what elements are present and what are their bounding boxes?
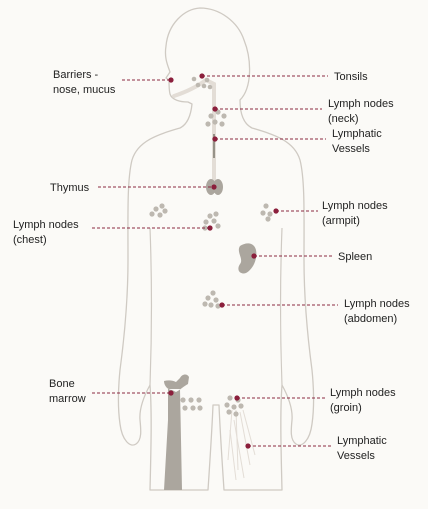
- marker-lymph-groin: [234, 395, 240, 401]
- marker-lymph-armpit: [273, 208, 279, 214]
- label-lymphatic-vessels-lower: Lymphatic Vessels: [337, 435, 390, 462]
- label-lymph-groin: Lymph nodes (groin): [330, 387, 399, 414]
- armpit-lymph-nodes: [260, 203, 273, 222]
- lower-lymphatic-vessels: [227, 409, 256, 481]
- marker-lymph-neck: [212, 106, 218, 112]
- label-lymphatic-vessels-upper: Lymphatic Vessels: [332, 128, 385, 155]
- label-spleen: Spleen: [338, 251, 372, 263]
- abdomen-lymph-nodes: [202, 290, 221, 309]
- label-bone-marrow: Bone marrow: [49, 378, 86, 405]
- label-barriers: Barriers - nose, mucus: [53, 69, 116, 96]
- markers: [168, 73, 279, 449]
- label-lymph-chest: Lymph nodes (chest): [13, 219, 82, 246]
- femur-bone: [164, 374, 189, 490]
- marker-vessels-upper: [212, 136, 218, 142]
- marker-lymph-chest: [207, 225, 213, 231]
- spleen-organ: [238, 243, 257, 274]
- label-thymus: Thymus: [50, 182, 90, 194]
- marker-lymph-abdomen: [219, 302, 225, 308]
- leader-lines: [92, 75, 338, 447]
- label-lymph-neck: Lymph nodes (neck): [328, 98, 397, 125]
- marker-spleen: [251, 253, 257, 259]
- marker-barriers: [168, 77, 174, 83]
- tonsil-nodes: [191, 76, 213, 90]
- label-lymph-armpit: Lymph nodes (armpit): [322, 200, 391, 227]
- chest-lymph-nodes-left: [149, 203, 168, 218]
- label-lymph-abdomen: Lymph nodes (abdomen): [344, 298, 413, 325]
- marker-thymus: [211, 184, 217, 190]
- body-outline: [117, 7, 315, 491]
- label-tonsils: Tonsils: [334, 71, 368, 83]
- thigh-lymph-nodes-left: [180, 397, 203, 411]
- airway: [172, 77, 216, 190]
- chest-lymph-nodes: [202, 211, 221, 231]
- right-arm-inner-line: [279, 227, 283, 386]
- marker-tonsils: [199, 73, 205, 79]
- left-arm-inner-line: [149, 227, 153, 386]
- marker-bone-marrow: [168, 390, 174, 396]
- marker-vessels-lower: [245, 443, 251, 449]
